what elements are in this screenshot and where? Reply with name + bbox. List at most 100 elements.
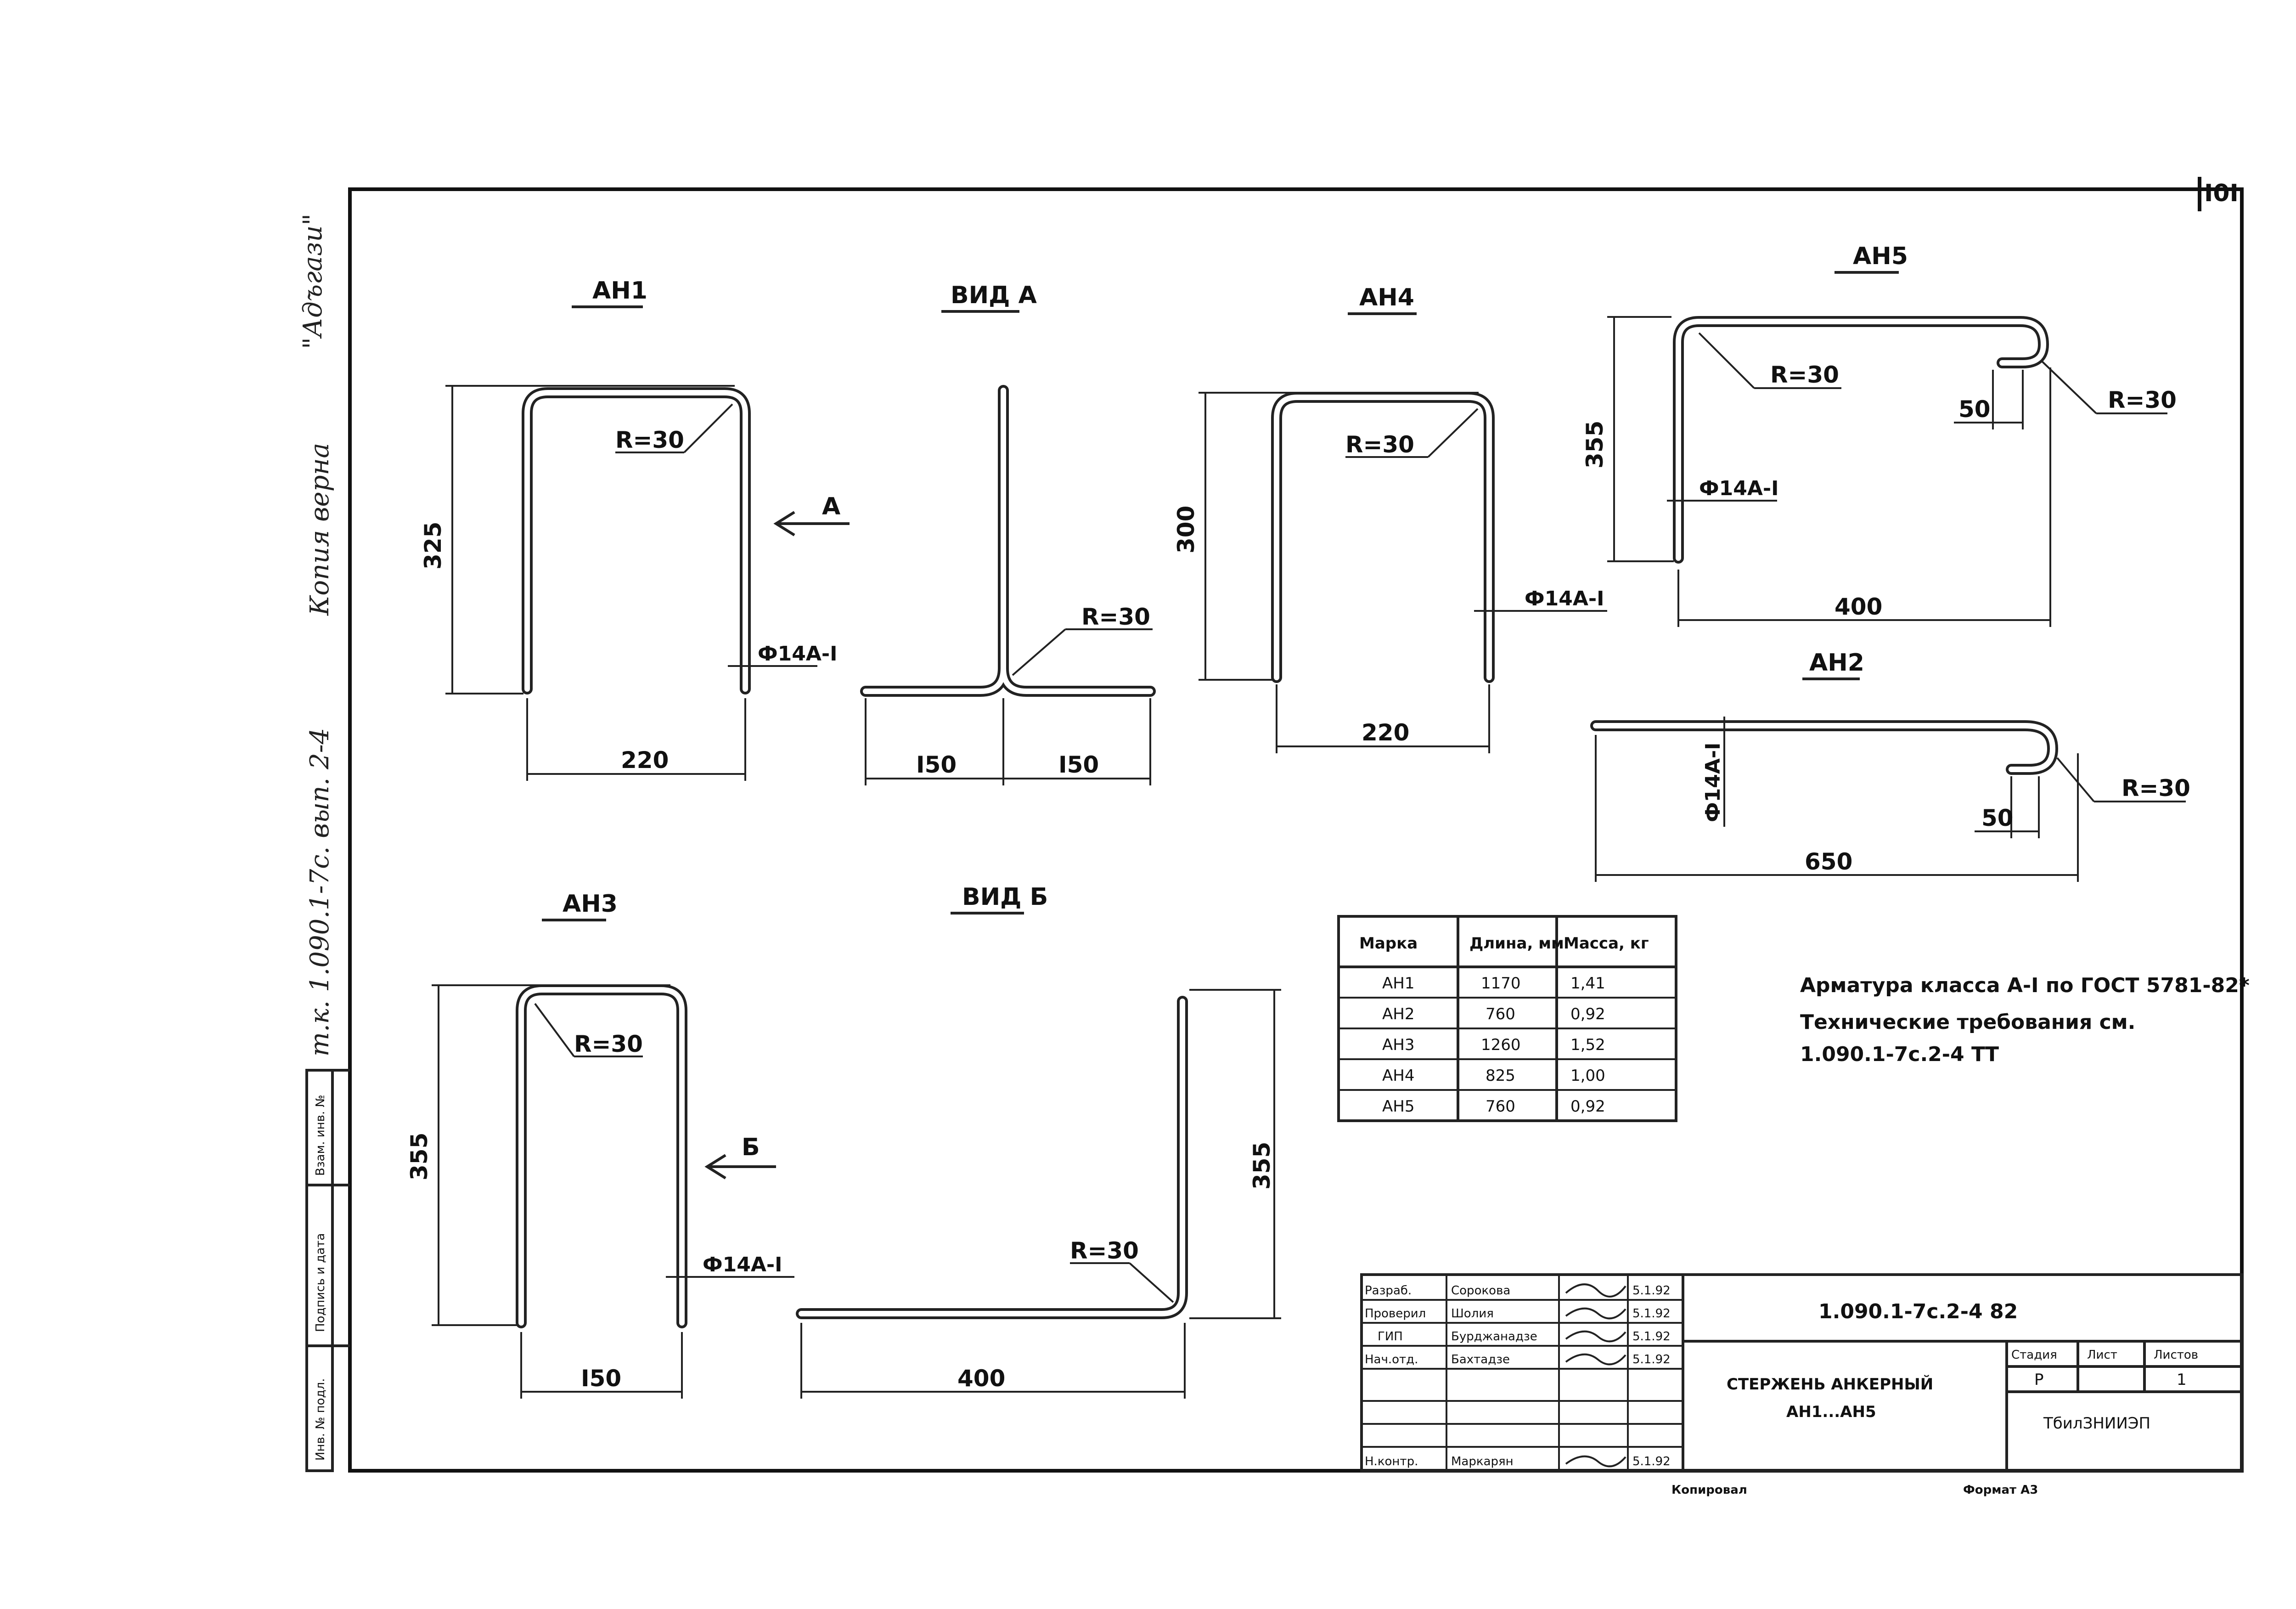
strip-inv: Инв. № подл. [314, 1378, 327, 1461]
tb-date: 5.1.92 [1632, 1284, 1671, 1298]
tb-name: Шолия [1451, 1307, 1494, 1321]
spec-cell: АН4 [1382, 1067, 1414, 1085]
notes: Арматура класса А-I по ГОСТ 5781-82* Тех… [1800, 974, 2250, 1066]
spec-row: АН4 825 1,00 [1382, 1067, 1605, 1085]
spec-header-length: Длина, мм [1469, 934, 1564, 953]
spec-cell: 1260 [1481, 1036, 1521, 1054]
side-notes: "Адъгази" Копия верна т.к. 1.090.1-7с. в… [298, 214, 335, 1056]
tb-role: Нач.отд. [1365, 1353, 1418, 1366]
ah5-height: 355 [1581, 421, 1608, 469]
ah5-title: АН5 [1853, 243, 1908, 270]
drawing-ah4: АН4 300 220 R=30 Ф14А-I [1173, 284, 1607, 753]
copied-label: Копировал [1671, 1483, 1747, 1497]
spec-cell: 760 [1486, 1005, 1515, 1023]
spec-cell: 0,92 [1570, 1005, 1605, 1023]
tb-org: ТбилЗНИИЭП [2043, 1414, 2150, 1433]
spec-cell: 1,52 [1570, 1036, 1605, 1054]
tb-role: Н.контр. [1365, 1455, 1418, 1468]
copy-true-note: Копия верна [305, 443, 335, 616]
spec-row: АН3 1260 1,52 [1382, 1036, 1605, 1054]
tb-name: Бахтадзе [1451, 1353, 1510, 1366]
drawing-ah5: АН5 355 400 50 R=30 R=30 Ф14А-I [1581, 243, 2177, 627]
ah1-view-arrow: А [822, 493, 840, 520]
tb-stage-header: Стадия [2011, 1348, 2057, 1362]
spec-row: АН5 760 0,92 [1382, 1097, 1605, 1116]
note-line: Технические требования см. [1800, 1011, 2135, 1034]
spec-row: АН2 760 0,92 [1382, 1005, 1605, 1023]
ah3-title: АН3 [563, 890, 618, 918]
signature [1565, 1283, 1626, 1298]
sheet-frame [348, 187, 2244, 1473]
ah3-radius: R=30 [574, 1031, 643, 1057]
tb-person-row: Разраб. Сорокова 5.1.92 [1365, 1283, 1671, 1298]
drawing-ah2: АН2 650 50 R=30 Ф14А-I [1590, 649, 2190, 882]
ah2-radius: R=30 [2122, 775, 2190, 802]
tb-name: Маркарян [1451, 1455, 1514, 1468]
view-a-left: I50 [916, 751, 957, 778]
spec-cell: АН3 [1382, 1036, 1414, 1054]
ah5-radius-a: R=30 [1770, 361, 1839, 388]
ah4-title: АН4 [1359, 284, 1414, 311]
drawing-ah1: АН1 325 220 R=30 Ф14А-I А [420, 277, 850, 781]
ah5-width: 400 [1835, 593, 1882, 620]
ah2-hook: 50 [1981, 805, 2014, 831]
tb-date: 5.1.92 [1632, 1455, 1671, 1468]
note-line: Арматура класса А-I по ГОСТ 5781-82* [1800, 974, 2250, 997]
tb-sheets: 1 [2177, 1371, 2187, 1389]
left-strip: Инв. № подл. Подпись и дата Взам. инв. № [305, 1069, 350, 1472]
drawing-ah3: АН3 355 I50 R=30 Ф14А-I Б [406, 890, 794, 1399]
view-b-height: 355 [1249, 1142, 1275, 1190]
signature [1565, 1353, 1626, 1366]
tb-person-row: Нач.отд. Бахтадзе 5.1.92 [1365, 1353, 1671, 1366]
tb-sheets-header: Листов [2154, 1348, 2198, 1362]
spec-table: Марка Длина, мм Масса, кг АН1 1170 1,41 … [1337, 915, 1677, 1122]
note-line: 1.090.1-7с.2-4 ТТ [1800, 1043, 1999, 1066]
signature [1565, 1307, 1626, 1320]
tb-doc-code: 1.090.1-7с.2-4 82 [1818, 1300, 2018, 1323]
ah3-height: 355 [406, 1133, 433, 1180]
ah5-radius-b: R=30 [2108, 387, 2177, 413]
drawing-view-a: ВИД А R=30 I50 I50 [860, 282, 1156, 785]
ah1-rod: Ф14А-I [758, 642, 838, 666]
ah1-title: АН1 [592, 277, 647, 305]
spec-cell: 1,41 [1570, 974, 1605, 993]
title-block: Разраб. Сорокова 5.1.92 Проверил Шолия 5… [1360, 1273, 2243, 1472]
spec-cell: АН2 [1382, 1005, 1414, 1023]
tb-name: Бурджанадзе [1451, 1330, 1537, 1344]
ah3-rod: Ф14А-I [703, 1253, 782, 1276]
view-a-title: ВИД А [951, 282, 1037, 309]
tb-stage: Р [2034, 1371, 2044, 1389]
tb-name-line2: АН1...АН5 [1786, 1403, 1876, 1421]
tb-person-row: Н.контр. Маркарян 5.1.92 [1365, 1455, 1671, 1468]
ah2-width: 650 [1805, 848, 1852, 875]
view-a-radius: R=30 [1081, 604, 1150, 630]
view-b-width: 400 [957, 1365, 1005, 1392]
ah3-view-arrow: Б [742, 1134, 760, 1161]
ah5-hook: 50 [1958, 396, 1991, 423]
tb-name-line1: СТЕРЖЕНЬ АНКЕРНЫЙ [1727, 1375, 1933, 1394]
spec-cell: 825 [1486, 1067, 1515, 1085]
spec-cell: АН1 [1382, 974, 1414, 993]
sheet-number: I0I [2204, 180, 2239, 207]
spec-header-mark: Марка [1359, 934, 1418, 953]
ah4-radius: R=30 [1345, 431, 1414, 458]
spec-cell: 1170 [1481, 974, 1521, 993]
tb-person-row: ГИП Бурджанадзе 5.1.92 [1378, 1330, 1671, 1344]
ah2-rod: Ф14А-I [1701, 742, 1725, 822]
tb-date: 5.1.92 [1632, 1353, 1671, 1366]
ah4-width: 220 [1362, 719, 1409, 746]
ah1-radius: R=30 [615, 427, 684, 453]
spec-cell: 0,92 [1570, 1097, 1605, 1116]
tb-sheet-header: Лист [2087, 1348, 2117, 1362]
spec-row: АН1 1170 1,41 [1382, 974, 1605, 993]
view-a-right: I50 [1058, 751, 1099, 778]
tb-role: Проверил [1365, 1307, 1426, 1321]
strip-sign: Подпись и дата [314, 1233, 327, 1332]
view-b-title: ВИД Б [962, 883, 1048, 911]
ref-note: т.к. 1.090.1-7с. вып. 2-4 [305, 728, 335, 1056]
ah1-width: 220 [621, 747, 669, 773]
drawing-view-b: ВИД Б 355 400 R=30 [796, 883, 1281, 1399]
format-label: Формат А3 [1963, 1483, 2038, 1497]
ah1-height: 325 [420, 522, 446, 570]
